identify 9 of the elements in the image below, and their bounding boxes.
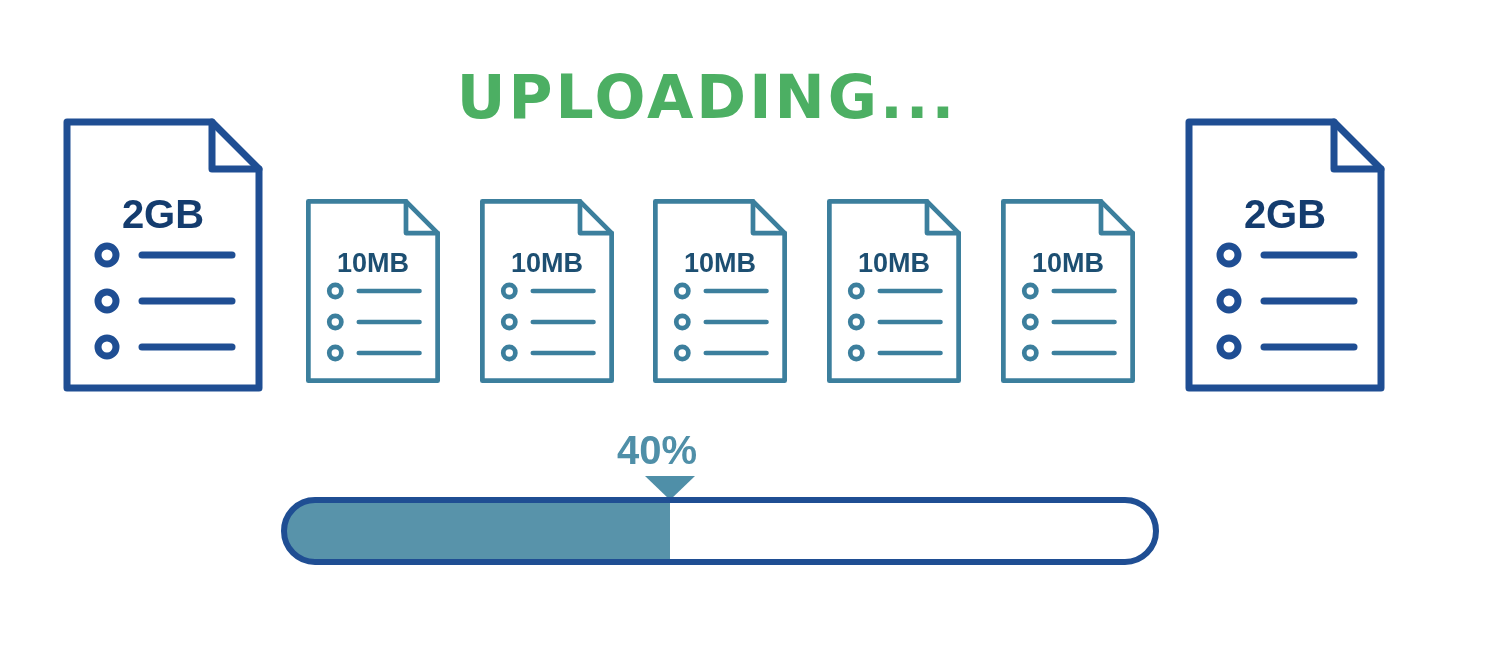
file-size: 10MB [1031,248,1105,280]
percent-label: 40% [617,428,698,473]
file-size: 10MB [336,248,410,280]
file-size: 2GB [120,191,206,237]
title: UPLOADING... [455,62,959,132]
file-size: 10MB [857,248,931,280]
file-size: 10MB [510,248,584,280]
file-size: 10MB [683,248,757,280]
file-size: 2GB [1242,191,1328,237]
